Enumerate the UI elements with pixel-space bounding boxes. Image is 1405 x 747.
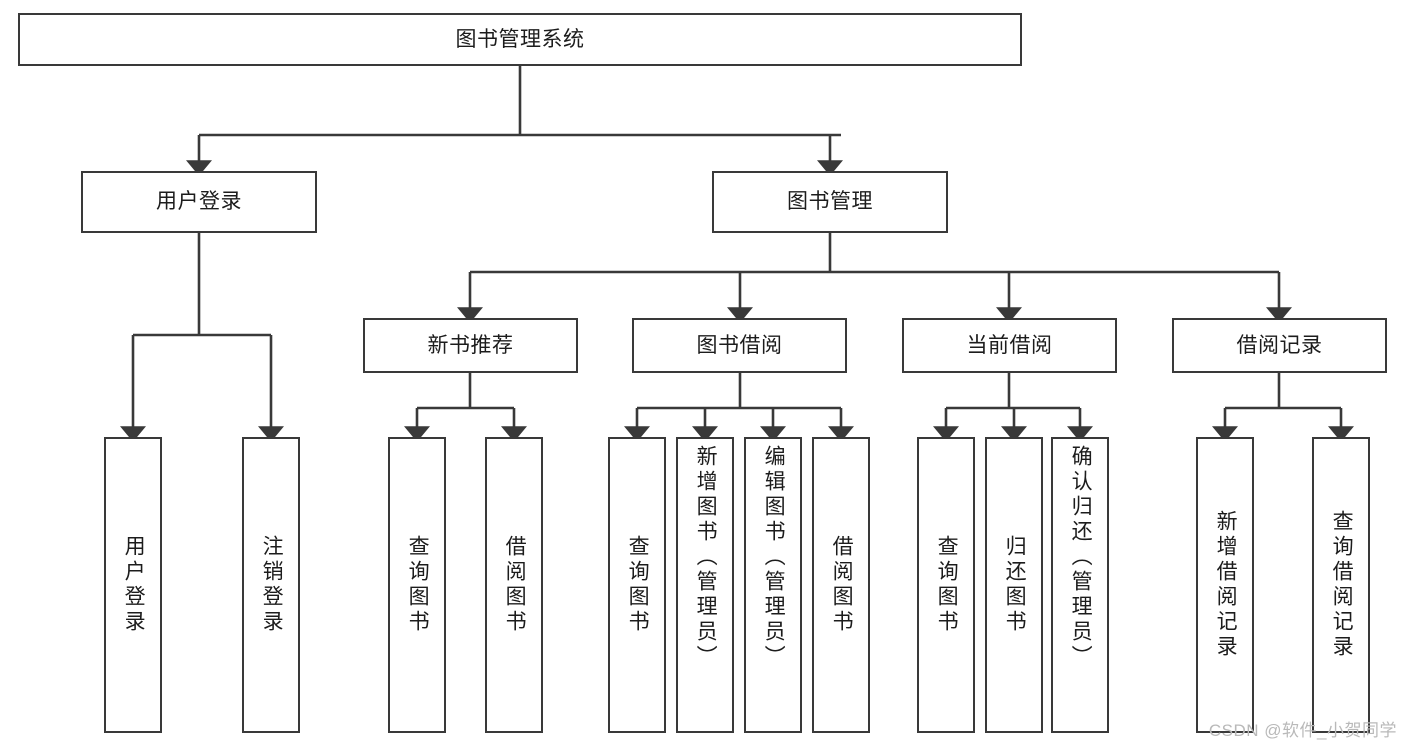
watermark: CSDN @软件_小贺同学	[1208, 721, 1397, 740]
leaf-query-book-2-label: 查询图书	[626, 535, 650, 635]
leaf-edit-book[interactable]: 编辑图书（管理员）	[744, 437, 802, 733]
leaf-user-login[interactable]: 用户登录	[104, 437, 162, 733]
node-current-borrow[interactable]: 当前借阅	[902, 318, 1117, 373]
leaf-borrow-book-2[interactable]: 借阅图书	[812, 437, 870, 733]
leaf-add-book[interactable]: 新增图书（管理员）	[676, 437, 734, 733]
leaf-logout[interactable]: 注销登录	[242, 437, 300, 733]
leaf-query-book-3[interactable]: 查询图书	[917, 437, 975, 733]
node-borrow-record[interactable]: 借阅记录	[1172, 318, 1387, 373]
node-new-book-recommend-label: 新书推荐	[427, 333, 514, 357]
node-book-borrow-label: 图书借阅	[696, 333, 783, 357]
leaf-query-book-2[interactable]: 查询图书	[608, 437, 666, 733]
node-current-borrow-label: 当前借阅	[966, 333, 1053, 357]
leaf-query-record-label: 查询借阅记录	[1330, 510, 1354, 660]
leaf-edit-book-label: 编辑图书（管理员）	[762, 445, 786, 670]
leaf-query-book-3-label: 查询图书	[935, 535, 959, 635]
node-root-label: 图书管理系统	[455, 27, 585, 51]
leaf-logout-label: 注销登录	[260, 535, 284, 635]
node-user-login-label: 用户登录	[156, 190, 242, 214]
leaf-borrow-book-1[interactable]: 借阅图书	[485, 437, 543, 733]
leaf-add-record-label: 新增借阅记录	[1214, 510, 1238, 660]
node-book-manage[interactable]: 图书管理	[712, 171, 948, 233]
leaf-return-book[interactable]: 归还图书	[985, 437, 1043, 733]
node-book-manage-label: 图书管理	[787, 190, 873, 214]
node-user-login[interactable]: 用户登录	[81, 171, 317, 233]
node-new-book-recommend[interactable]: 新书推荐	[363, 318, 578, 373]
leaf-confirm-return[interactable]: 确认归还（管理员）	[1051, 437, 1109, 733]
leaf-add-book-label: 新增图书（管理员）	[694, 445, 718, 670]
leaf-query-record[interactable]: 查询借阅记录	[1312, 437, 1370, 733]
leaf-return-book-label: 归还图书	[1003, 535, 1027, 635]
leaf-confirm-return-label: 确认归还（管理员）	[1069, 445, 1093, 670]
leaf-borrow-book-1-label: 借阅图书	[503, 535, 527, 635]
node-book-borrow[interactable]: 图书借阅	[632, 318, 847, 373]
leaf-user-login-label: 用户登录	[122, 535, 146, 635]
node-borrow-record-label: 借阅记录	[1236, 333, 1323, 357]
node-root[interactable]: 图书管理系统	[18, 13, 1022, 66]
leaf-query-book-1-label: 查询图书	[406, 535, 430, 635]
leaf-add-record[interactable]: 新增借阅记录	[1196, 437, 1254, 733]
leaf-query-book-1[interactable]: 查询图书	[388, 437, 446, 733]
leaf-borrow-book-2-label: 借阅图书	[830, 535, 854, 635]
